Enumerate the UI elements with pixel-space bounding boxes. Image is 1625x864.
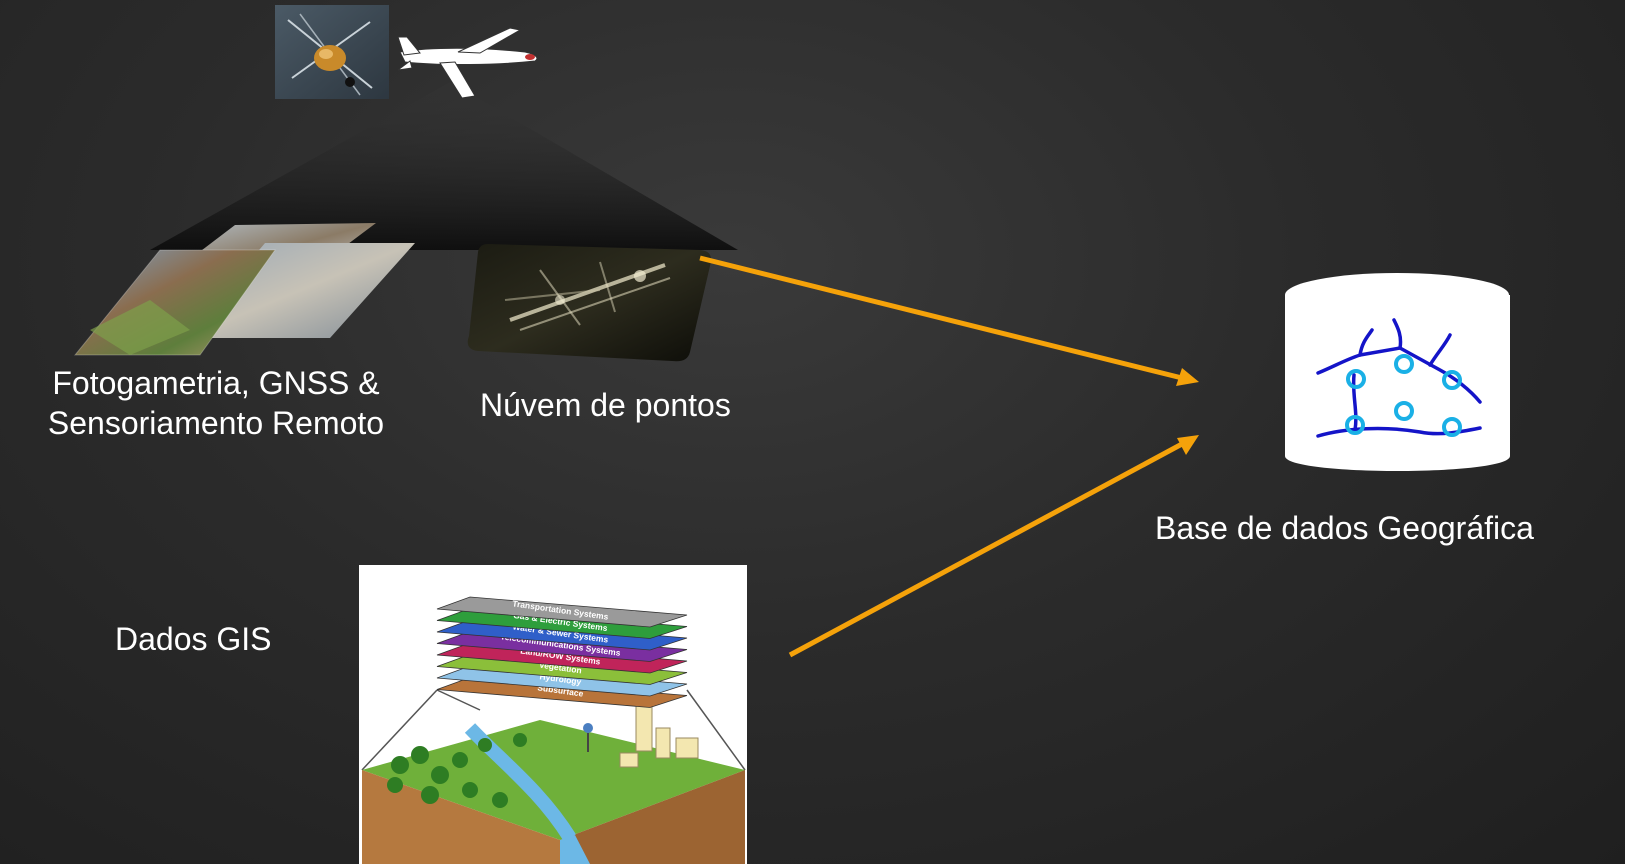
satellite-icon [275,5,389,99]
gis-layer-slab [436,596,688,628]
photogrammetry-label: Fotogametria, GNSS & Sensoriamento Remot… [0,363,432,443]
arrow-pointcloud-to-database [699,255,1199,386]
geo-database-label: Base de dados Geográfica [1155,510,1534,546]
aerial-photo-stack [73,223,415,356]
photogrammetry-label-line2: Sensoriamento Remoto [47,405,385,441]
gis-data-label: Dados GIS [115,621,272,657]
photogrammetry-label-line1: Fotogametria, GNSS & [52,365,380,401]
point-cloud-label: Núvem de pontos [480,387,731,423]
arrow-gis-to-database [788,435,1199,658]
point-cloud-image [467,244,711,362]
airplane-icon [397,27,538,99]
database-icon [1285,273,1510,471]
network-node-icons [1345,354,1462,437]
sensor-footprint-cone [150,82,738,250]
